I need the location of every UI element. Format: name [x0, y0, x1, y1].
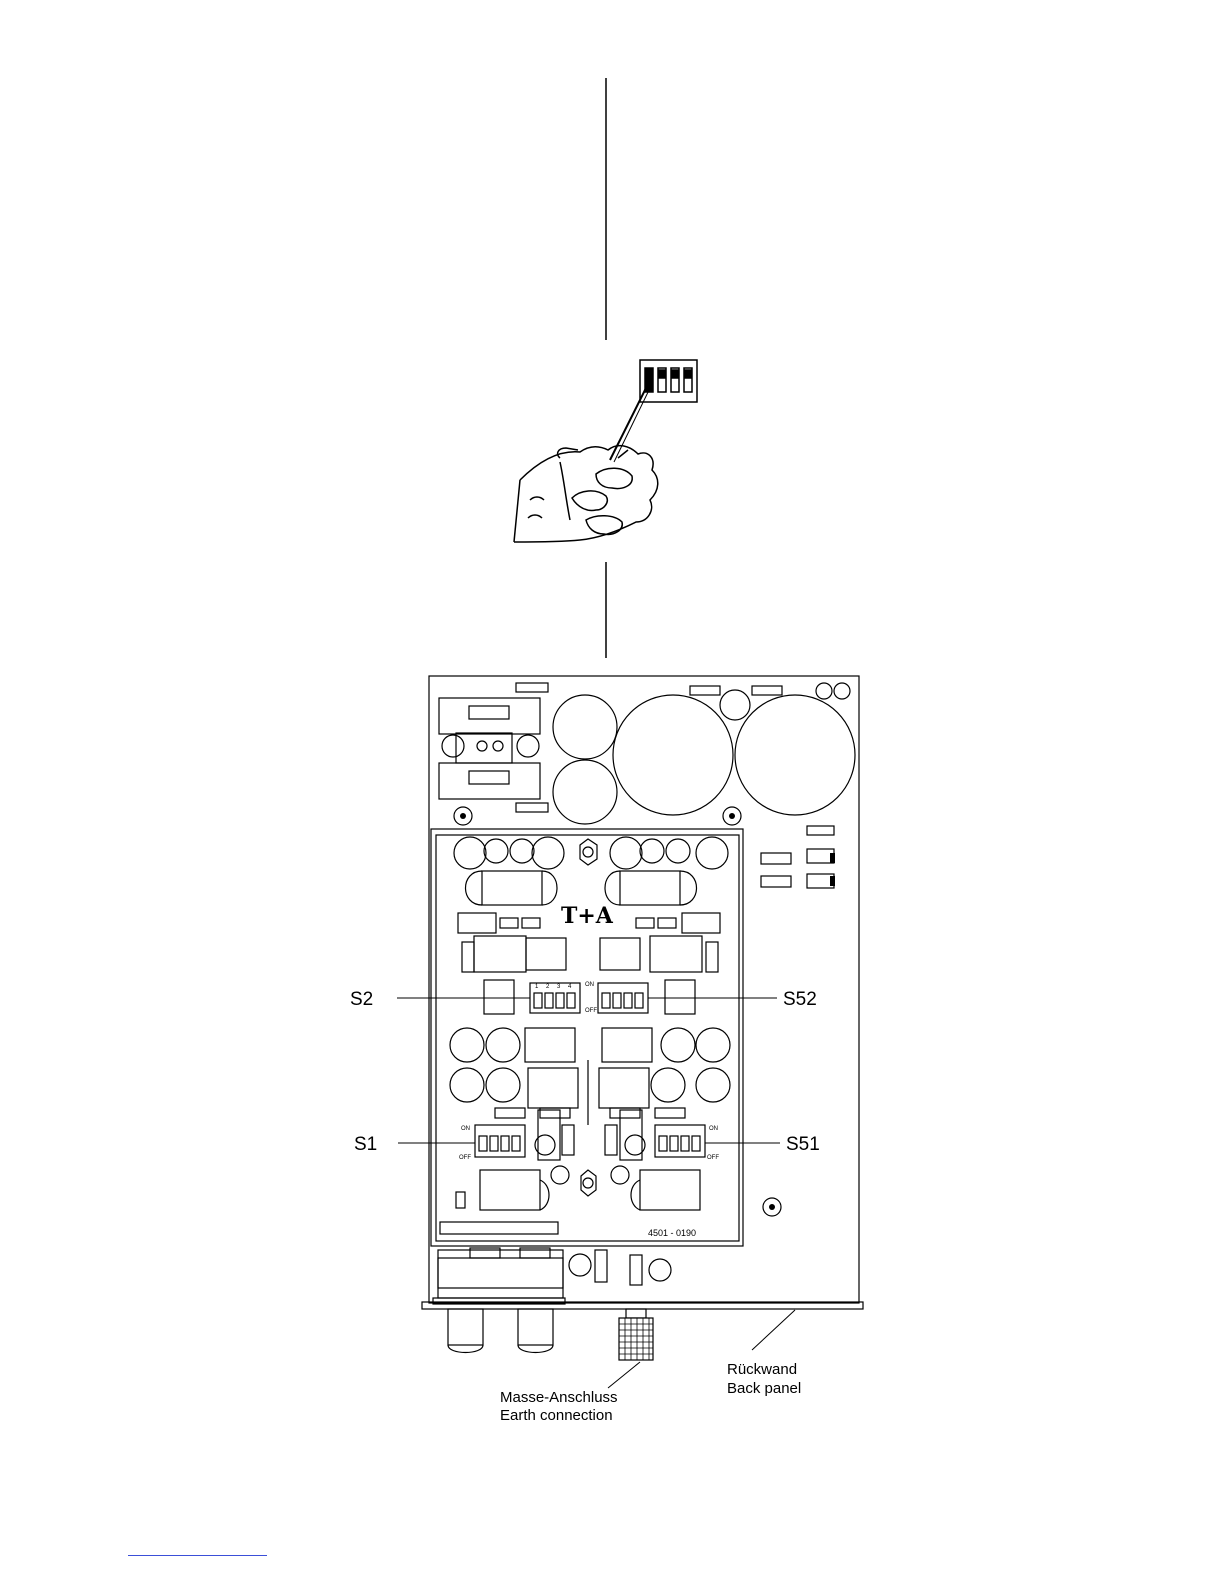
- label-s2: S2: [350, 989, 373, 1011]
- earth-label-en: Earth connection: [500, 1407, 613, 1425]
- back-panel-leader: [752, 1310, 795, 1350]
- back-panel-label-de: Rückwand: [727, 1361, 797, 1379]
- dip-number-1: 1: [535, 984, 538, 990]
- dip-number-2: 2: [546, 984, 549, 990]
- dip-switch-s51: [655, 1125, 705, 1157]
- s51-off-label: OFF: [707, 1155, 719, 1161]
- dip-switch-s1: [475, 1125, 525, 1157]
- s1-on-label: ON: [461, 1126, 470, 1132]
- earth-leader: [608, 1362, 640, 1388]
- s51-on-label: ON: [709, 1126, 718, 1132]
- brand-logo: T+A: [561, 903, 613, 929]
- s2-on-label: ON: [585, 982, 594, 988]
- earth-label-de: Masse-Anschluss: [500, 1389, 618, 1407]
- main-capacitor-left: [613, 695, 733, 815]
- s1-off-label: OFF: [459, 1155, 471, 1161]
- footer-rule: [128, 1555, 267, 1556]
- s52-off-label: OFF: [585, 1008, 597, 1014]
- dip-number-3: 3: [557, 984, 560, 990]
- back-panel-label-en: Back panel: [727, 1380, 801, 1398]
- label-s1: S1: [354, 1134, 377, 1156]
- board-number: 4501 - 0190: [648, 1228, 696, 1238]
- main-capacitor-right: [735, 695, 855, 815]
- label-s51: S51: [786, 1134, 820, 1156]
- label-s52: S52: [783, 989, 817, 1011]
- dip-number-4: 4: [568, 984, 571, 990]
